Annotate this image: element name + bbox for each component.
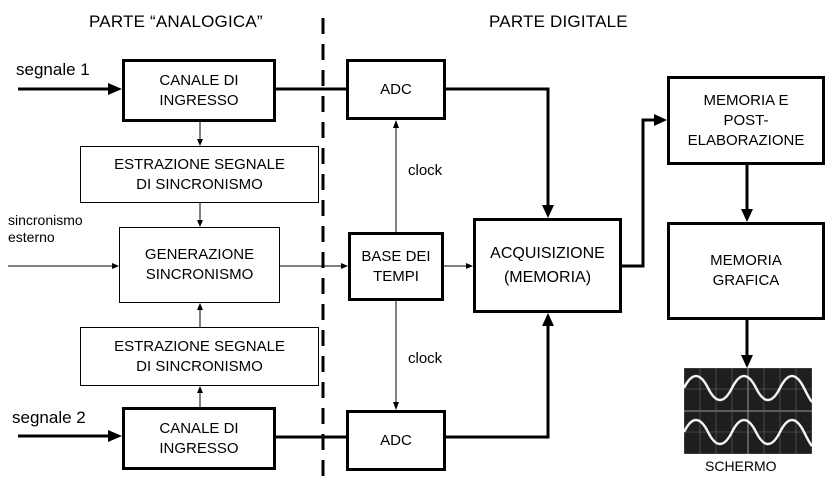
canale1-to-estr1-arrowhead — [197, 139, 203, 146]
estr2-to-gensync-arrowhead — [197, 303, 203, 310]
sync-extraction-1-block: ESTRAZIONE SEGNALE DI SINCRONISMO — [80, 146, 319, 203]
signal-1-arrowhead — [108, 83, 122, 95]
acq-to-mempost-arrowhead — [654, 114, 667, 126]
signal-2-label: segnale 2 — [12, 408, 86, 428]
digital-section-title: PARTE DIGITALE — [489, 12, 628, 32]
acquisition-label: ACQUISIZIONE (MEMORIA) — [490, 242, 605, 290]
memory-postprocessing-label: MEMORIA E POST- ELABORAZIONE — [688, 91, 805, 151]
memory-postprocessing-block: MEMORIA E POST- ELABORAZIONE — [667, 76, 825, 165]
basetempi-to-acq-arrowhead — [466, 263, 473, 269]
sync-extraction-2-block: ESTRAZIONE SEGNALE DI SINCRONISMO — [80, 327, 319, 386]
clock-label-upper: clock — [408, 162, 442, 179]
signal-2-arrowhead — [108, 430, 122, 442]
sync-generation-label: GENERAZIONE SINCRONISMO — [145, 245, 254, 285]
gensync-to-basetempi-arrowhead — [341, 263, 348, 269]
clock-label-lower: clock — [408, 350, 442, 367]
analog-section-title: PARTE “ANALOGICA” — [89, 12, 263, 32]
adc2-to-acq-arrowhead — [542, 313, 554, 326]
adc-1-block: ADC — [346, 59, 446, 120]
adc1-to-acq-arrowhead — [542, 205, 554, 218]
external-sync-label: sincronismo esterno — [8, 212, 83, 246]
acquisition-block: ACQUISIZIONE (MEMORIA) — [473, 218, 622, 313]
graphic-memory-label: MEMORIA GRAFICA — [710, 251, 782, 291]
acq-to-mempost-wire — [622, 120, 655, 266]
input-channel-1-block: CANALE DI INGRESSO — [122, 59, 276, 122]
clock-to-adc1-arrowhead — [393, 120, 399, 128]
mempost-to-memgraf-arrowhead — [741, 209, 753, 222]
adc1-to-acq-wire — [446, 89, 548, 206]
screen-label: SCHERMO — [705, 458, 777, 474]
input-channel-1-label: CANALE DI INGRESSO — [159, 71, 238, 111]
oscilloscope-screen — [684, 368, 812, 454]
sync-generation-block: GENERAZIONE SINCRONISMO — [119, 227, 280, 303]
sync-extraction-2-label: ESTRAZIONE SEGNALE DI SINCRONISMO — [114, 337, 285, 377]
graphic-memory-block: MEMORIA GRAFICA — [667, 222, 825, 320]
input-channel-2-label: CANALE DI INGRESSO — [159, 419, 238, 459]
adc-1-label: ADC — [380, 80, 412, 100]
canale2-to-estr2-arrowhead — [197, 386, 203, 393]
adc-2-block: ADC — [346, 410, 446, 471]
estr1-to-gensync-arrowhead — [197, 220, 203, 227]
timebase-block: BASE DEI TEMPI — [348, 232, 444, 301]
input-channel-2-block: CANALE DI INGRESSO — [122, 407, 276, 470]
adc-2-label: ADC — [380, 431, 412, 451]
ext-sync-arrowhead — [112, 263, 119, 269]
adc2-to-acq-wire — [446, 325, 548, 437]
signal-1-label: segnale 1 — [16, 60, 90, 80]
clock-to-adc2-arrowhead — [393, 402, 399, 410]
timebase-label: BASE DEI TEMPI — [361, 247, 430, 287]
sync-extraction-1-label: ESTRAZIONE SEGNALE DI SINCRONISMO — [114, 155, 285, 195]
memgraf-to-screen-arrowhead — [741, 355, 753, 368]
